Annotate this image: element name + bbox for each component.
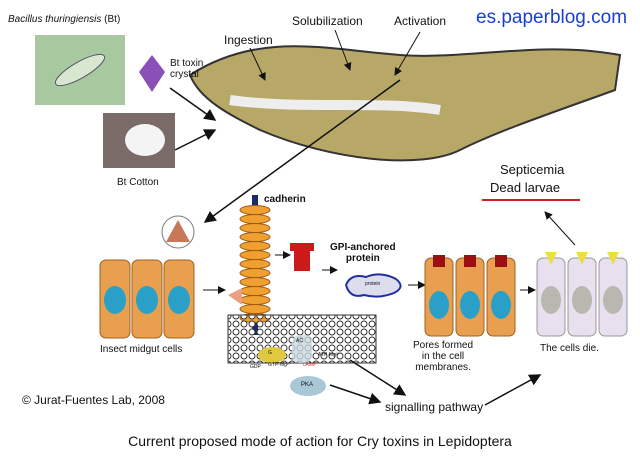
pka-label: PKA <box>301 382 314 388</box>
pore-toxin <box>290 243 314 271</box>
midgut-cells <box>99 259 195 339</box>
crystal-label: Bt toxin crystal <box>170 58 204 80</box>
bt-label: Bacillus thuringiensis <box>8 14 102 25</box>
gpi-protein <box>344 273 402 298</box>
cadherin-repeat <box>239 232 271 242</box>
activation-label: Activation <box>394 14 447 28</box>
cadherin-repeat <box>239 277 271 287</box>
cadherin-repeat <box>239 295 271 305</box>
camp-label: cAMP <box>303 362 317 368</box>
dead-larvae-label: Dead larvae <box>490 180 561 195</box>
ingestion-label: Ingestion <box>224 33 273 47</box>
watermark-link[interactable]: es.paperblog.com <box>476 7 628 28</box>
toxin-icon <box>166 220 190 242</box>
ac-label: AC <box>296 338 303 344</box>
cadherin-repeat <box>239 268 271 278</box>
crystal-icon <box>139 55 165 92</box>
cadherin-repeat <box>239 259 271 269</box>
solubilization-label: Solubilization <box>292 14 363 28</box>
protein-label: protein <box>365 281 381 287</box>
bt-suffix: (Bt) <box>101 14 121 25</box>
cadherin-repeat <box>239 223 271 233</box>
cadherin-receptor <box>239 205 271 323</box>
gpi-label: GPI-anchored protein <box>330 242 396 264</box>
signalling-label: signalling pathway <box>385 400 484 414</box>
septicemia-label: Septicemia <box>500 162 565 177</box>
pore-cells <box>424 255 516 337</box>
pores-label: Pores formed in the cell membranes. <box>413 340 474 373</box>
atp-label: ATP·Mg²⁺ <box>318 352 341 358</box>
cadherin-repeat <box>239 286 271 296</box>
cadherin-repeat <box>239 214 271 224</box>
cadherin-repeat <box>239 241 271 251</box>
gtp-label: GTP·Mg²⁺ <box>268 362 292 368</box>
copyright: © Jurat-Fuentes Lab, 2008 <box>22 393 165 407</box>
midgut-label: Insect midgut cells <box>100 344 183 355</box>
gdp-label: GDP <box>250 364 261 370</box>
cadherin-repeat <box>239 304 271 314</box>
cadherin-repeat <box>239 250 271 260</box>
cells-die-label: The cells die. <box>540 343 599 354</box>
g-protein-label: G <box>268 350 272 356</box>
cadherin-label: cadherin <box>264 194 306 205</box>
caption: Current proposed mode of action for Cry … <box>128 433 512 449</box>
dead-cells <box>536 252 628 337</box>
cotton-label: Bt Cotton <box>117 177 159 188</box>
cadherin-repeat <box>239 205 271 215</box>
